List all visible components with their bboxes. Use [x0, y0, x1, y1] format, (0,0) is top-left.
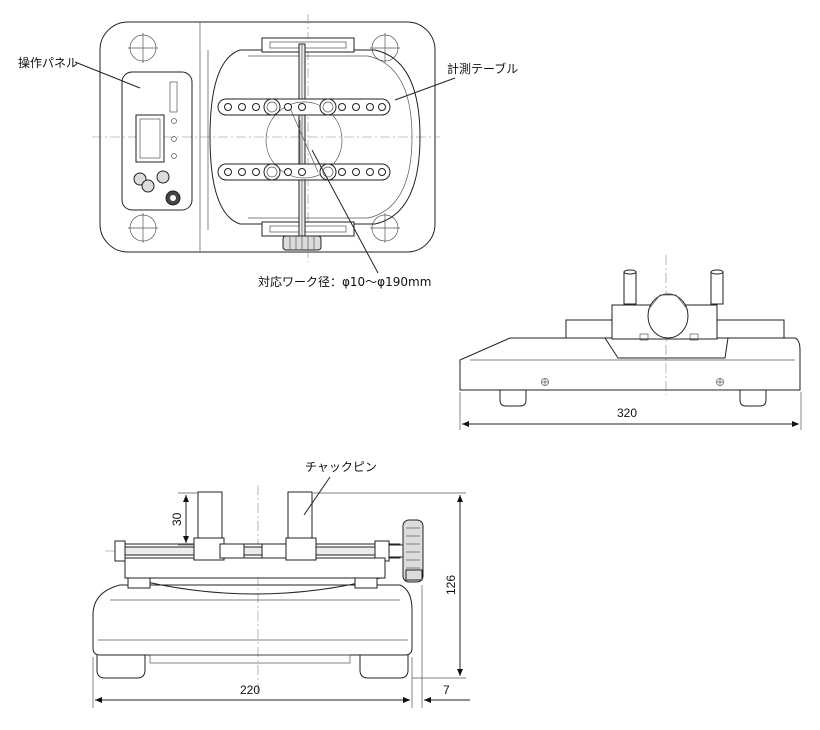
front-chuck-pin-right	[287, 491, 313, 541]
side-pin-left	[623, 271, 637, 305]
chuck-pin-top-inner	[266, 166, 278, 178]
operation-panel	[121, 71, 193, 211]
label-operation-panel: 操作パネル	[18, 55, 78, 70]
pin-hole	[366, 168, 374, 176]
label-measuring-table: 計測テーブル	[447, 61, 518, 76]
leader-work-range	[311, 149, 379, 274]
dim-label-320: 320	[617, 406, 637, 420]
top-corner-mounts	[128, 33, 400, 243]
chuck-pin-top-inner	[322, 166, 334, 178]
dim-label-7: 7	[443, 683, 450, 697]
dim-label-220: 220	[240, 683, 260, 697]
dim-label-126: 126	[444, 575, 458, 595]
pin-hole	[252, 103, 260, 111]
pin-hole	[378, 168, 386, 176]
panel-button-2	[141, 179, 155, 193]
label-work-range: 対応ワーク径：φ10～φ190mm	[258, 275, 431, 289]
side-foot-left	[499, 390, 527, 407]
panel-display	[135, 114, 165, 163]
chuck-pin-top	[319, 163, 337, 181]
panel-slot	[169, 81, 178, 113]
pin-hole	[352, 103, 360, 111]
top-view-annotations: 操作パネル 計測テーブル 対応ワーク径：φ10～φ190mm	[18, 55, 518, 289]
measuring-table	[209, 37, 421, 251]
pin-holes	[224, 98, 386, 181]
pin-hole	[338, 103, 346, 111]
side-foot-right	[739, 390, 767, 407]
front-foot-right	[359, 655, 409, 679]
front-base-body	[92, 584, 413, 656]
work-range-circle	[265, 101, 343, 179]
pin-hole	[298, 103, 306, 111]
top-rail	[261, 37, 355, 53]
pin-hole	[224, 103, 232, 111]
chuck-pin-top-inner	[266, 101, 278, 113]
label-chuck-pin: チャックピン	[305, 460, 377, 474]
front-knob	[402, 519, 424, 583]
leader-chuck-pin	[303, 476, 331, 516]
leader-operation-panel	[74, 61, 141, 89]
chuck-pin-top-inner	[322, 101, 334, 113]
pin-hole	[352, 168, 360, 176]
side-base-body	[459, 337, 801, 391]
pin-hole	[224, 168, 232, 176]
dim-label-30: 30	[170, 512, 184, 526]
top-view	[92, 14, 440, 262]
panel-button-3	[156, 170, 170, 184]
pin-hole	[238, 103, 246, 111]
pin-hole	[252, 168, 260, 176]
front-foot-left	[96, 655, 146, 679]
pin-hole	[366, 103, 374, 111]
pin-hole	[238, 168, 246, 176]
pin-hole	[298, 168, 306, 176]
pin-hole	[338, 168, 346, 176]
chuck-pin-top	[263, 163, 281, 181]
front-chuck-pin-left	[197, 491, 223, 541]
front-view: 30 126 220 7 チャックピン	[92, 460, 470, 708]
side-view: 320	[459, 255, 802, 430]
bottom-rail	[261, 221, 355, 237]
chuck-pin-top	[263, 98, 281, 116]
pin-hole	[284, 168, 292, 176]
front-table-curve	[129, 577, 381, 595]
leader-measuring-table	[394, 77, 456, 101]
chuck-pin-top	[319, 98, 337, 116]
side-roller	[647, 293, 689, 339]
pin-hole	[378, 103, 386, 111]
side-pin-right	[710, 271, 724, 305]
front-bottom-plate	[149, 654, 351, 664]
pin-hole	[284, 103, 292, 111]
